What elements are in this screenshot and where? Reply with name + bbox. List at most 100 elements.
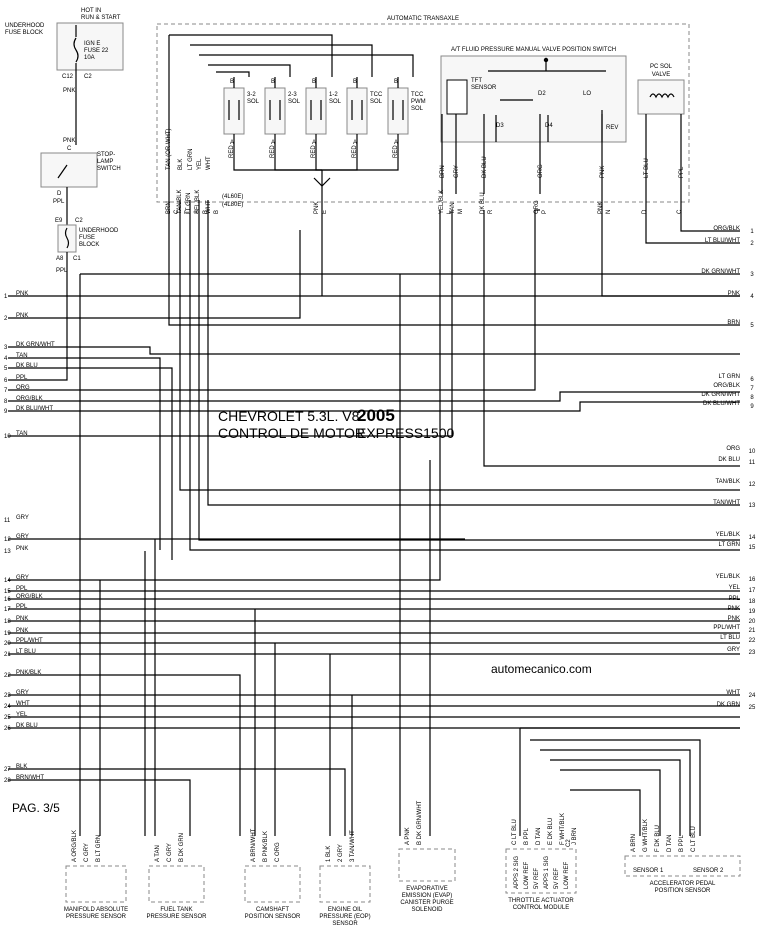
right-wire-color: LT BLU [720,635,740,641]
right-wire-color: DK GRN [717,702,740,708]
left-wire-number: 26 [4,726,11,732]
connector-pin-label: N [606,210,612,214]
solenoid-label: TCC [411,92,424,98]
solenoid-label: SOL [370,99,383,105]
fuse-block-label: FUSE BLOCK [5,30,43,36]
right-wire-color: YEL/BLK [716,574,740,580]
sensor-name: SENSOR [332,921,358,927]
module-pin-label: 5V REF [534,868,540,889]
wire [8,210,453,437]
wire [57,164,68,179]
right-wire-color: LT GRN [719,542,740,548]
wire [680,194,740,232]
coil-icon [392,100,404,120]
wire-color: BRN [440,165,446,178]
sensor-pin-label: 1 BLK [326,846,332,862]
connector-pin-label: B [214,210,220,214]
wire [8,674,241,836]
wire [189,200,740,551]
right-wire-color: GRY [727,647,740,653]
right-wire-number: 4 [750,294,754,300]
wire-color: PPL [679,166,685,178]
wire [570,789,641,836]
wire-color: BLK [178,159,184,170]
wire-color: PNK [63,138,75,144]
wire [8,401,740,412]
sensor-box [65,865,127,903]
left-wire-color: TAN [16,353,28,359]
left-wire-color: GRY [16,534,29,540]
sensor-name: PRESSURE SENSOR [146,914,207,920]
right-wire-number: 11 [749,460,756,466]
left-wire-number: 12 [4,537,11,543]
connector-label: C2 [84,74,92,80]
sensor-name: CANISTER PURGE [400,900,453,906]
wire [483,210,740,467]
right-wire-number: 5 [750,323,754,329]
left-wire-color: PNK [16,546,28,552]
connector-pin-label: LT GRN [186,193,192,214]
right-wire-color: DK BLU [718,457,740,463]
left-wire-number: 22 [4,673,11,679]
right-wire-number: 9 [750,404,754,410]
sensor-pin-label: J BRN [572,828,578,845]
wire-color: RED [270,145,276,158]
wire [322,134,399,171]
sensor-name: FUEL TANK [160,907,192,913]
connector-pin-label: ORG [534,200,540,214]
sensor-box [624,855,741,877]
connector-pin-label: WHT [206,200,212,214]
website-label: automecanico.com [491,662,592,676]
amps-label: 10A [84,55,95,61]
right-wire-color: DK GRN/WHT [701,392,740,398]
pc-sol-label: VALVE [652,72,670,78]
run-start-label: RUN & START [81,15,121,21]
wire-color: PPL [53,199,65,205]
left-wire-number: 21 [4,652,11,658]
left-wire-color: DK BLU [16,363,38,369]
connector-pin-label: TAN/BLK [177,189,183,214]
coil-icon [351,100,363,120]
sensor-box [148,865,205,903]
solenoid-label: TCC [370,92,383,98]
sensor-box [505,848,577,894]
solenoid-label: 2-3 [288,92,297,98]
fuse-block-label: FUSE [79,235,95,241]
left-wire-number: 13 [4,549,11,555]
left-wire-color: BLK [16,764,27,770]
connector-pin-label: T [185,210,191,214]
solenoid-label: SOL [329,99,342,105]
left-wire-color: PNK [16,616,28,622]
right-wire-number: 13 [749,503,756,509]
diagram-title: CHEVROLET 5.3L. V8 [218,408,360,424]
wire [8,230,301,319]
sensor-name: POSITION SENSOR [655,888,711,894]
right-wire-number: 20 [749,619,756,625]
left-wire-number: 9 [4,409,8,415]
wire [645,194,740,244]
stop-lamp-label: STOP- [97,152,115,158]
right-wire-number: 24 [749,693,756,699]
right-wire-color: DK GRN/WHT [701,269,740,275]
pin-label: A8 [56,256,64,262]
connector-label: C12 [62,74,74,80]
underhood-fuse-block [56,22,124,71]
solenoid [223,87,245,135]
wire [208,64,291,77]
sensor-pin-label: G WHT/BLK [643,819,649,852]
wire-color: GRY [454,165,460,178]
sensor-name: ACCELERATOR PEDAL [650,881,716,887]
left-wire-number: 15 [4,589,11,595]
sensor-pin-label: C ORG [275,842,281,862]
left-wire-color: WHT [16,701,30,707]
tft-sensor [446,79,468,115]
right-wire-number: 16 [749,577,756,583]
position-label: LO [583,91,591,97]
wire-color: LT BLU [644,158,650,178]
coil-icon [310,100,322,120]
sensor-pin-label: C GRY [84,843,90,862]
wire-color: PNK [600,166,606,178]
pc-sol-label: PC SOL [650,64,673,70]
left-wire-number: 4 [4,356,8,362]
